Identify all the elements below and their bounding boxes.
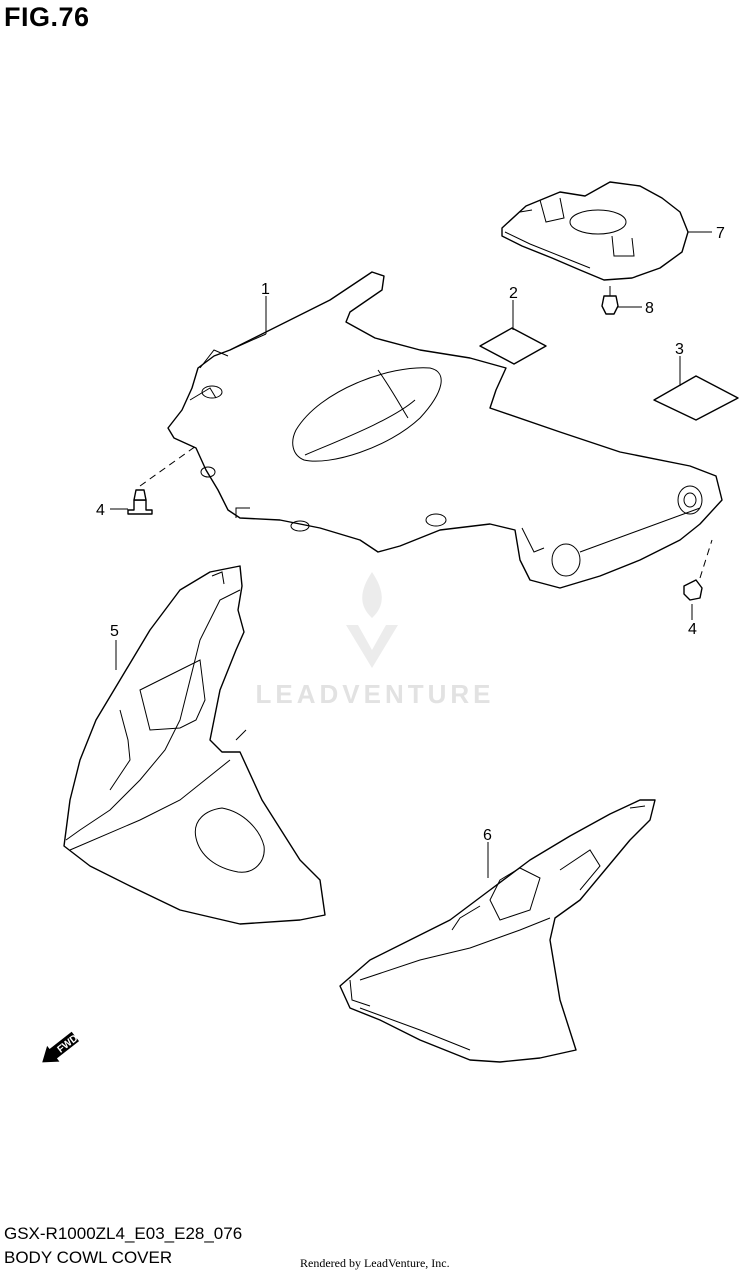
- fwd-label: FWD: [56, 1033, 81, 1056]
- part-6-inner-cover: [339, 799, 656, 1063]
- callout-4-upper: 4: [96, 502, 105, 519]
- model-code: GSX-R1000ZL4_E03_E28_076: [4, 1224, 243, 1243]
- part-7-shape: [501, 181, 689, 281]
- part-4-clip-upper: [127, 445, 197, 515]
- part-3-pad: [653, 375, 739, 421]
- rendered-by-credit: Rendered by LeadVenture, Inc.: [300, 1256, 450, 1270]
- part-1-cowl-cover: [167, 271, 723, 589]
- callout-6: 6: [483, 827, 492, 844]
- callout-3: 3: [675, 341, 684, 358]
- part-5-inner-cover: [63, 565, 326, 925]
- diagram-caption: BODY COWL COVER: [4, 1248, 173, 1267]
- callout-8: 8: [645, 300, 654, 317]
- watermark-text: LEADVENTURE: [255, 679, 494, 709]
- v-logo-icon: [346, 625, 398, 668]
- part-2-pad: [479, 327, 547, 365]
- leadventure-watermark: LEADVENTURE: [255, 572, 494, 709]
- part-8-bolt: [601, 286, 619, 315]
- fwd-arrow-icon: FWD: [42, 1031, 81, 1063]
- leader-lines: [110, 231, 712, 878]
- figure-title: FIG.76: [4, 2, 90, 32]
- flame-icon: [362, 572, 382, 618]
- callout-1: 1: [261, 281, 270, 298]
- callout-4-lower: 4: [688, 621, 697, 638]
- callout-7: 7: [716, 225, 725, 242]
- callout-2: 2: [509, 285, 518, 302]
- part-4-clip-lower: [683, 539, 713, 601]
- callout-5: 5: [110, 623, 119, 640]
